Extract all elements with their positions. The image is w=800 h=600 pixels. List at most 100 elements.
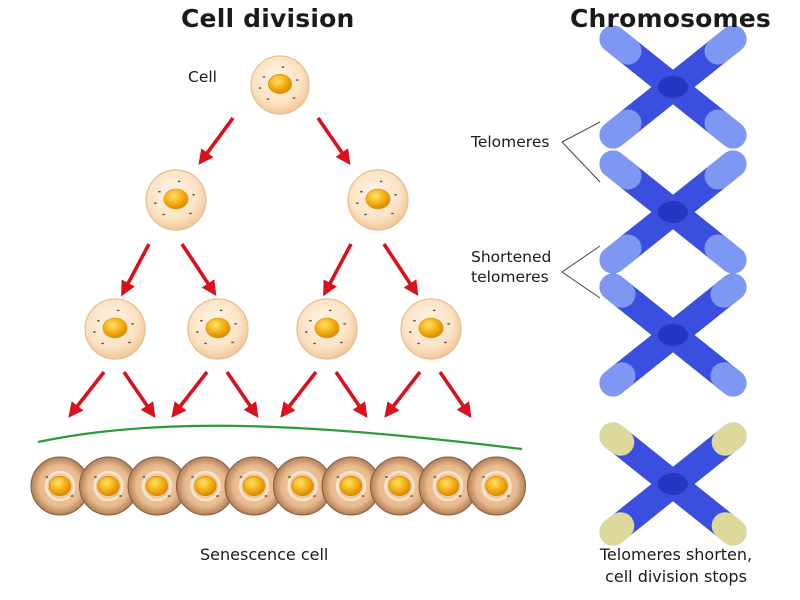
cell-organelle: [295, 79, 299, 81]
division-arrow-6: [68, 370, 106, 418]
cell-organelle: [432, 309, 436, 312]
telomere-cap: [599, 234, 642, 274]
division-arrow-5: [382, 243, 419, 297]
senescent-cell-0: [30, 456, 90, 516]
cell-nucleus: [314, 317, 340, 339]
cell-organelle: [97, 319, 100, 322]
cell-organelle: [131, 323, 134, 325]
centromere: [658, 76, 688, 98]
senescence-cell-caption: Senescence cell: [200, 545, 329, 564]
cell-organelle: [262, 76, 266, 78]
senescent-nucleus: [388, 476, 411, 496]
telomere-cap: [704, 150, 747, 190]
shortened-label-line1: Shortened: [471, 248, 552, 266]
division-arrow-10: [280, 370, 318, 418]
senescent-organelle: [216, 495, 219, 497]
senescent-organelle: [336, 476, 340, 478]
senescent-cell-4: [224, 456, 284, 516]
telomere-cap: [704, 25, 747, 65]
exposed-end-cap: [711, 422, 747, 456]
telomere-cap: [599, 273, 636, 308]
senescent-cell-2: [127, 456, 187, 516]
telomere-cap: [599, 362, 636, 397]
senescent-organelle: [142, 476, 146, 478]
senescent-nucleus: [242, 476, 266, 496]
senescent-ring: [287, 470, 318, 502]
division-arrow-1: [316, 116, 351, 165]
cell-organelle: [313, 342, 316, 345]
division-arrow-0: [198, 116, 235, 165]
senescent-organelle: [119, 495, 122, 497]
senescent-organelle: [433, 476, 437, 478]
senescent-ring: [384, 470, 415, 502]
cell-nucleus: [267, 74, 292, 94]
growth-curve: [37, 424, 523, 451]
cell-organelle: [417, 342, 420, 345]
chromosome-0: [599, 25, 747, 149]
cell-organelle: [158, 190, 161, 193]
senescent-organelle: [507, 495, 510, 497]
stop-caption-line2: cell division stops: [605, 567, 747, 586]
cell-1: [145, 169, 207, 231]
division-arrow-4: [323, 243, 353, 297]
senescent-nucleus: [291, 476, 314, 496]
shortened-telomeres-pointer-line: [561, 245, 601, 299]
cell-organelle: [447, 323, 450, 325]
senescent-ring: [432, 470, 464, 502]
chromosomes-heading: Chromosomes: [570, 4, 772, 33]
telomere-cap: [704, 234, 747, 274]
telomere-cap: [710, 362, 747, 397]
senescent-cell-6: [321, 456, 381, 516]
telomere-cap: [599, 25, 642, 65]
senescent-ring: [44, 470, 76, 502]
senescent-nucleus: [339, 476, 363, 496]
cell-organelle: [360, 190, 363, 193]
cell-nucleus: [418, 317, 444, 339]
senescent-nucleus: [145, 476, 169, 496]
cell-2: [347, 169, 409, 231]
cell-nucleus: [163, 188, 189, 210]
senescent-ring: [93, 470, 124, 502]
division-arrow-7: [122, 370, 156, 418]
senescent-organelle: [45, 476, 49, 478]
chromosome-column: [599, 25, 747, 546]
senescent-cell-5: [273, 456, 332, 516]
cell-organelle: [92, 331, 96, 333]
senescent-nucleus: [194, 476, 217, 496]
cell-organelle: [200, 319, 203, 322]
senescent-ring: [238, 470, 270, 502]
senescent-organelle: [191, 476, 194, 478]
cell-0: [250, 55, 310, 115]
cell-organelle: [128, 341, 131, 344]
cell-organelle: [444, 341, 447, 344]
senescent-cell-row: [30, 456, 526, 516]
division-arrow-11: [334, 370, 368, 418]
label-pointer-lines: [561, 121, 601, 299]
cell-5: [296, 298, 358, 360]
telomere-cap: [599, 109, 642, 149]
senescent-organelle: [458, 495, 462, 497]
division-arrow-2: [121, 243, 151, 297]
telomeres-pointer-line: [561, 121, 601, 183]
senescent-organelle: [94, 476, 97, 478]
cell-organelle: [413, 319, 416, 322]
telomere-cap: [599, 150, 642, 190]
cell-organelle: [192, 194, 195, 196]
cell-organelle: [309, 319, 312, 322]
division-arrow-13: [438, 370, 472, 418]
cell-organelle: [162, 213, 165, 216]
telomere-cap: [704, 109, 747, 149]
division-arrow-3: [180, 243, 217, 297]
centromere: [658, 324, 688, 346]
cell-4: [187, 298, 249, 360]
senescent-cell-9: [467, 456, 526, 516]
cell-3: [84, 298, 146, 360]
senescent-organelle: [385, 476, 388, 478]
cell-organelle: [101, 342, 104, 345]
cell-organelle: [266, 98, 270, 100]
telomeres-label: Telomeres: [471, 133, 550, 151]
senescent-organelle: [288, 476, 291, 478]
senescent-organelle: [264, 495, 268, 497]
cell-nucleus: [102, 317, 128, 339]
